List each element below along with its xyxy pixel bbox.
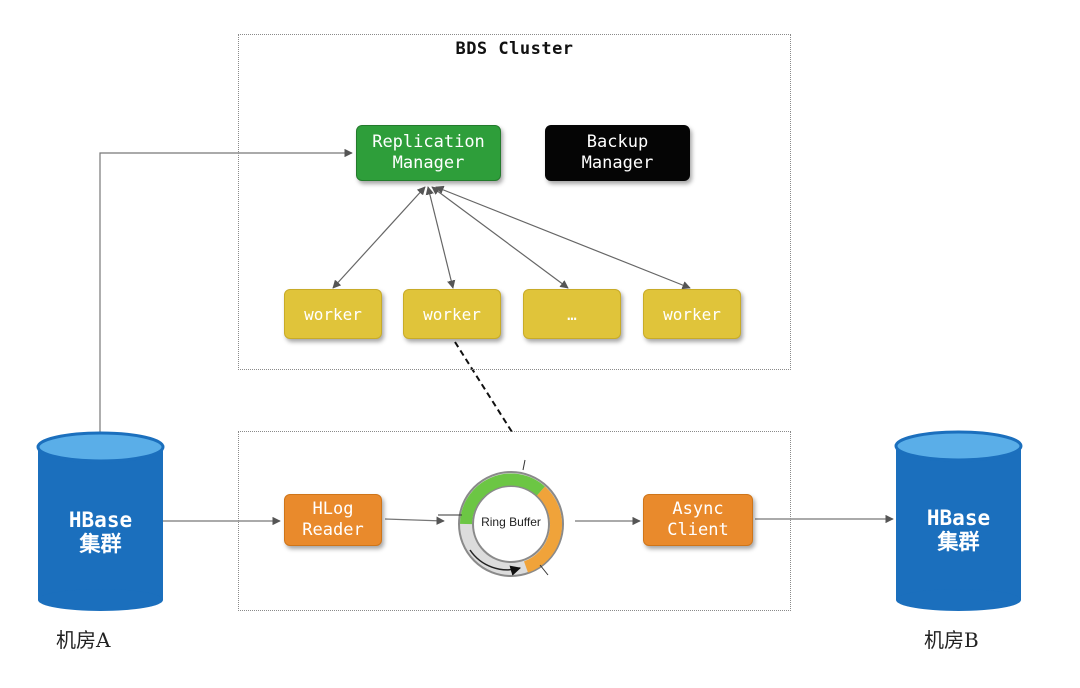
- hbase-a-label: HBase 集群: [68, 508, 133, 556]
- bds-cluster-container: BDS Cluster: [238, 34, 791, 370]
- worker-node-2: worker: [403, 289, 501, 339]
- connector-rm-worker-1: [332, 186, 426, 289]
- cluster-title: BDS Cluster: [455, 39, 574, 59]
- backup-manager-node: Backup Manager: [545, 125, 690, 181]
- connector-hbase-a-to-replication: [99, 148, 353, 432]
- ring-buffer-label: Ring Buffer: [481, 515, 541, 529]
- hlog-reader-node: HLog Reader: [284, 494, 382, 546]
- connector-rm-worker-4: [435, 185, 691, 290]
- worker-node-1: worker: [284, 289, 382, 339]
- worker-node-ellipsis: …: [523, 289, 621, 339]
- worker-node-4: worker: [643, 289, 741, 339]
- site-a-label: 机房A: [56, 628, 111, 652]
- connector-reader-to-ring: [384, 516, 445, 525]
- hbase-b-cylinder: [894, 430, 1023, 611]
- pipeline-container: [238, 431, 791, 611]
- ring-buffer-graphic: [438, 459, 564, 577]
- hbase-a-cylinder: [36, 431, 165, 611]
- dashed-worker-to-pipeline: [454, 341, 513, 433]
- site-b-label: 机房B: [924, 628, 979, 652]
- replication-manager-node: Replication Manager: [356, 125, 501, 181]
- async-client-node: Async Client: [643, 494, 753, 546]
- hbase-b-label: HBase 集群: [926, 506, 991, 554]
